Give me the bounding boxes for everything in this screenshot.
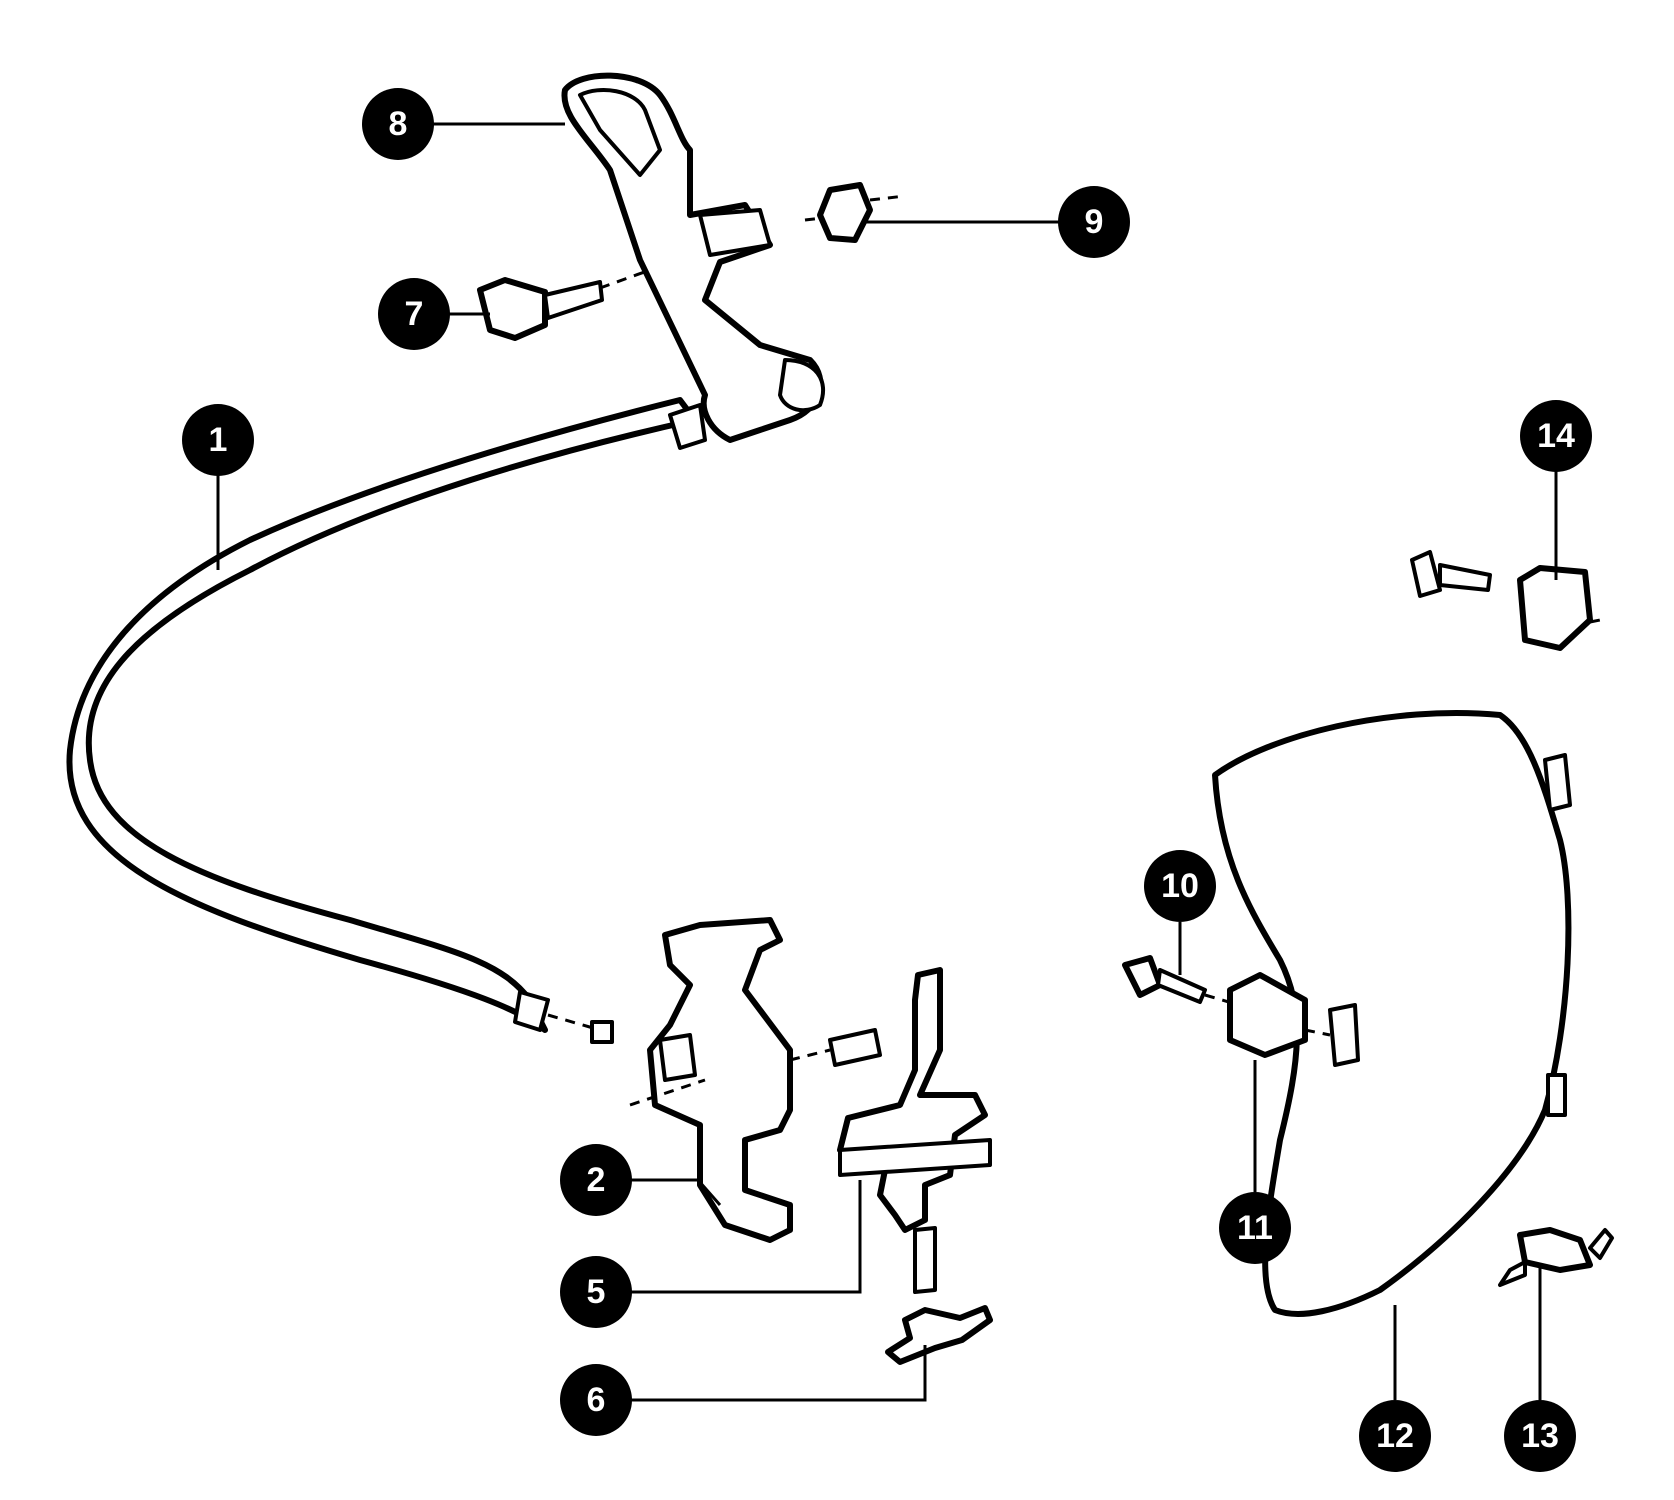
callout-markers: 1 2 5 6 7 8 9 10 [182, 88, 1592, 1472]
part-nut-9 [804, 182, 906, 243]
part-clip-14 [1410, 550, 1601, 651]
callout-14: 14 [1520, 400, 1592, 472]
leader-6 [626, 1345, 927, 1402]
part-shaft-5 [837, 967, 992, 1294]
leader-5 [626, 1180, 862, 1294]
callout-2-label: 2 [587, 1161, 606, 1199]
callout-11-label: 11 [1237, 1209, 1273, 1247]
part-cable [66, 397, 707, 1044]
callout-6: 6 [560, 1364, 632, 1436]
part-wingnut-6 [885, 1305, 993, 1365]
leader-2 [626, 1178, 722, 1206]
callout-8: 8 [362, 88, 434, 160]
leader-lines [216, 122, 1558, 1402]
callout-8-label: 8 [389, 105, 408, 143]
callout-9-label: 9 [1085, 203, 1104, 241]
callout-10-label: 10 [1161, 867, 1199, 905]
part-pedal-lever [561, 72, 826, 443]
part-bracket-2 [629, 917, 882, 1243]
callout-1: 1 [182, 404, 254, 476]
callout-11: 11 [1219, 1192, 1291, 1264]
callout-12-label: 12 [1376, 1417, 1414, 1455]
callout-10: 10 [1144, 850, 1216, 922]
part-bolt-7 [477, 268, 651, 341]
callout-9: 9 [1058, 186, 1130, 258]
callout-5: 5 [560, 1256, 632, 1328]
callout-13: 13 [1504, 1400, 1576, 1472]
callout-7-label: 7 [405, 295, 424, 333]
callout-6-label: 6 [587, 1381, 606, 1419]
part-clip-13 [1498, 1227, 1614, 1287]
callout-1-label: 1 [209, 421, 228, 459]
callout-12: 12 [1359, 1400, 1431, 1472]
callout-5-label: 5 [587, 1273, 606, 1311]
part-clamp-11 [1227, 972, 1360, 1067]
callout-7: 7 [378, 278, 450, 350]
callout-14-label: 14 [1537, 417, 1575, 455]
callout-13-label: 13 [1521, 1417, 1559, 1455]
callout-2: 2 [560, 1144, 632, 1216]
